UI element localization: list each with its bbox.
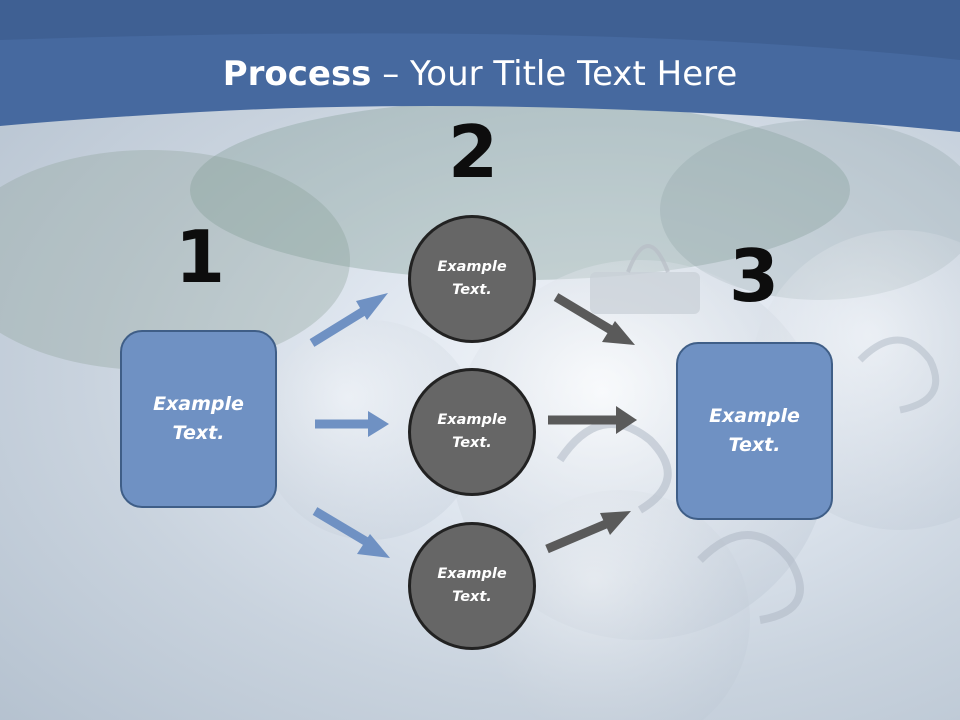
circle-bottom: Example Text. — [408, 522, 536, 650]
arrow-down-gray — [553, 293, 635, 345]
circle-bottom-line1: Example — [437, 566, 507, 582]
right-box: Example Text. — [676, 342, 833, 520]
title-bold: Process — [222, 54, 372, 94]
step-number-3: 3 — [728, 234, 780, 318]
arrow-down-blue — [312, 507, 390, 558]
left-box-line2: Text. — [172, 422, 225, 444]
right-box-line1: Example — [709, 405, 800, 427]
right-box-line2: Text. — [728, 434, 781, 456]
circle-top-line1: Example — [437, 259, 507, 275]
step-number-1: 1 — [174, 215, 226, 299]
circle-middle-line1: Example — [437, 412, 507, 428]
arrow-up-blue — [309, 293, 388, 347]
step-number-2: 2 — [447, 110, 499, 194]
circle-middle: Example Text. — [408, 368, 536, 496]
left-box: Example Text. — [120, 330, 277, 508]
circle-top: Example Text. — [408, 215, 536, 343]
left-box-line1: Example — [153, 393, 244, 415]
arrow-right-gray — [548, 406, 637, 434]
title-rest: – Your Title Text Here — [371, 54, 738, 94]
circle-top-line2: Text. — [452, 282, 492, 298]
page-title: Process – Your Title Text Here — [0, 54, 960, 94]
arrow-up-gray — [545, 511, 631, 554]
circle-bottom-line2: Text. — [452, 589, 492, 605]
circle-middle-line2: Text. — [452, 435, 492, 451]
arrow-right-blue — [315, 411, 389, 437]
